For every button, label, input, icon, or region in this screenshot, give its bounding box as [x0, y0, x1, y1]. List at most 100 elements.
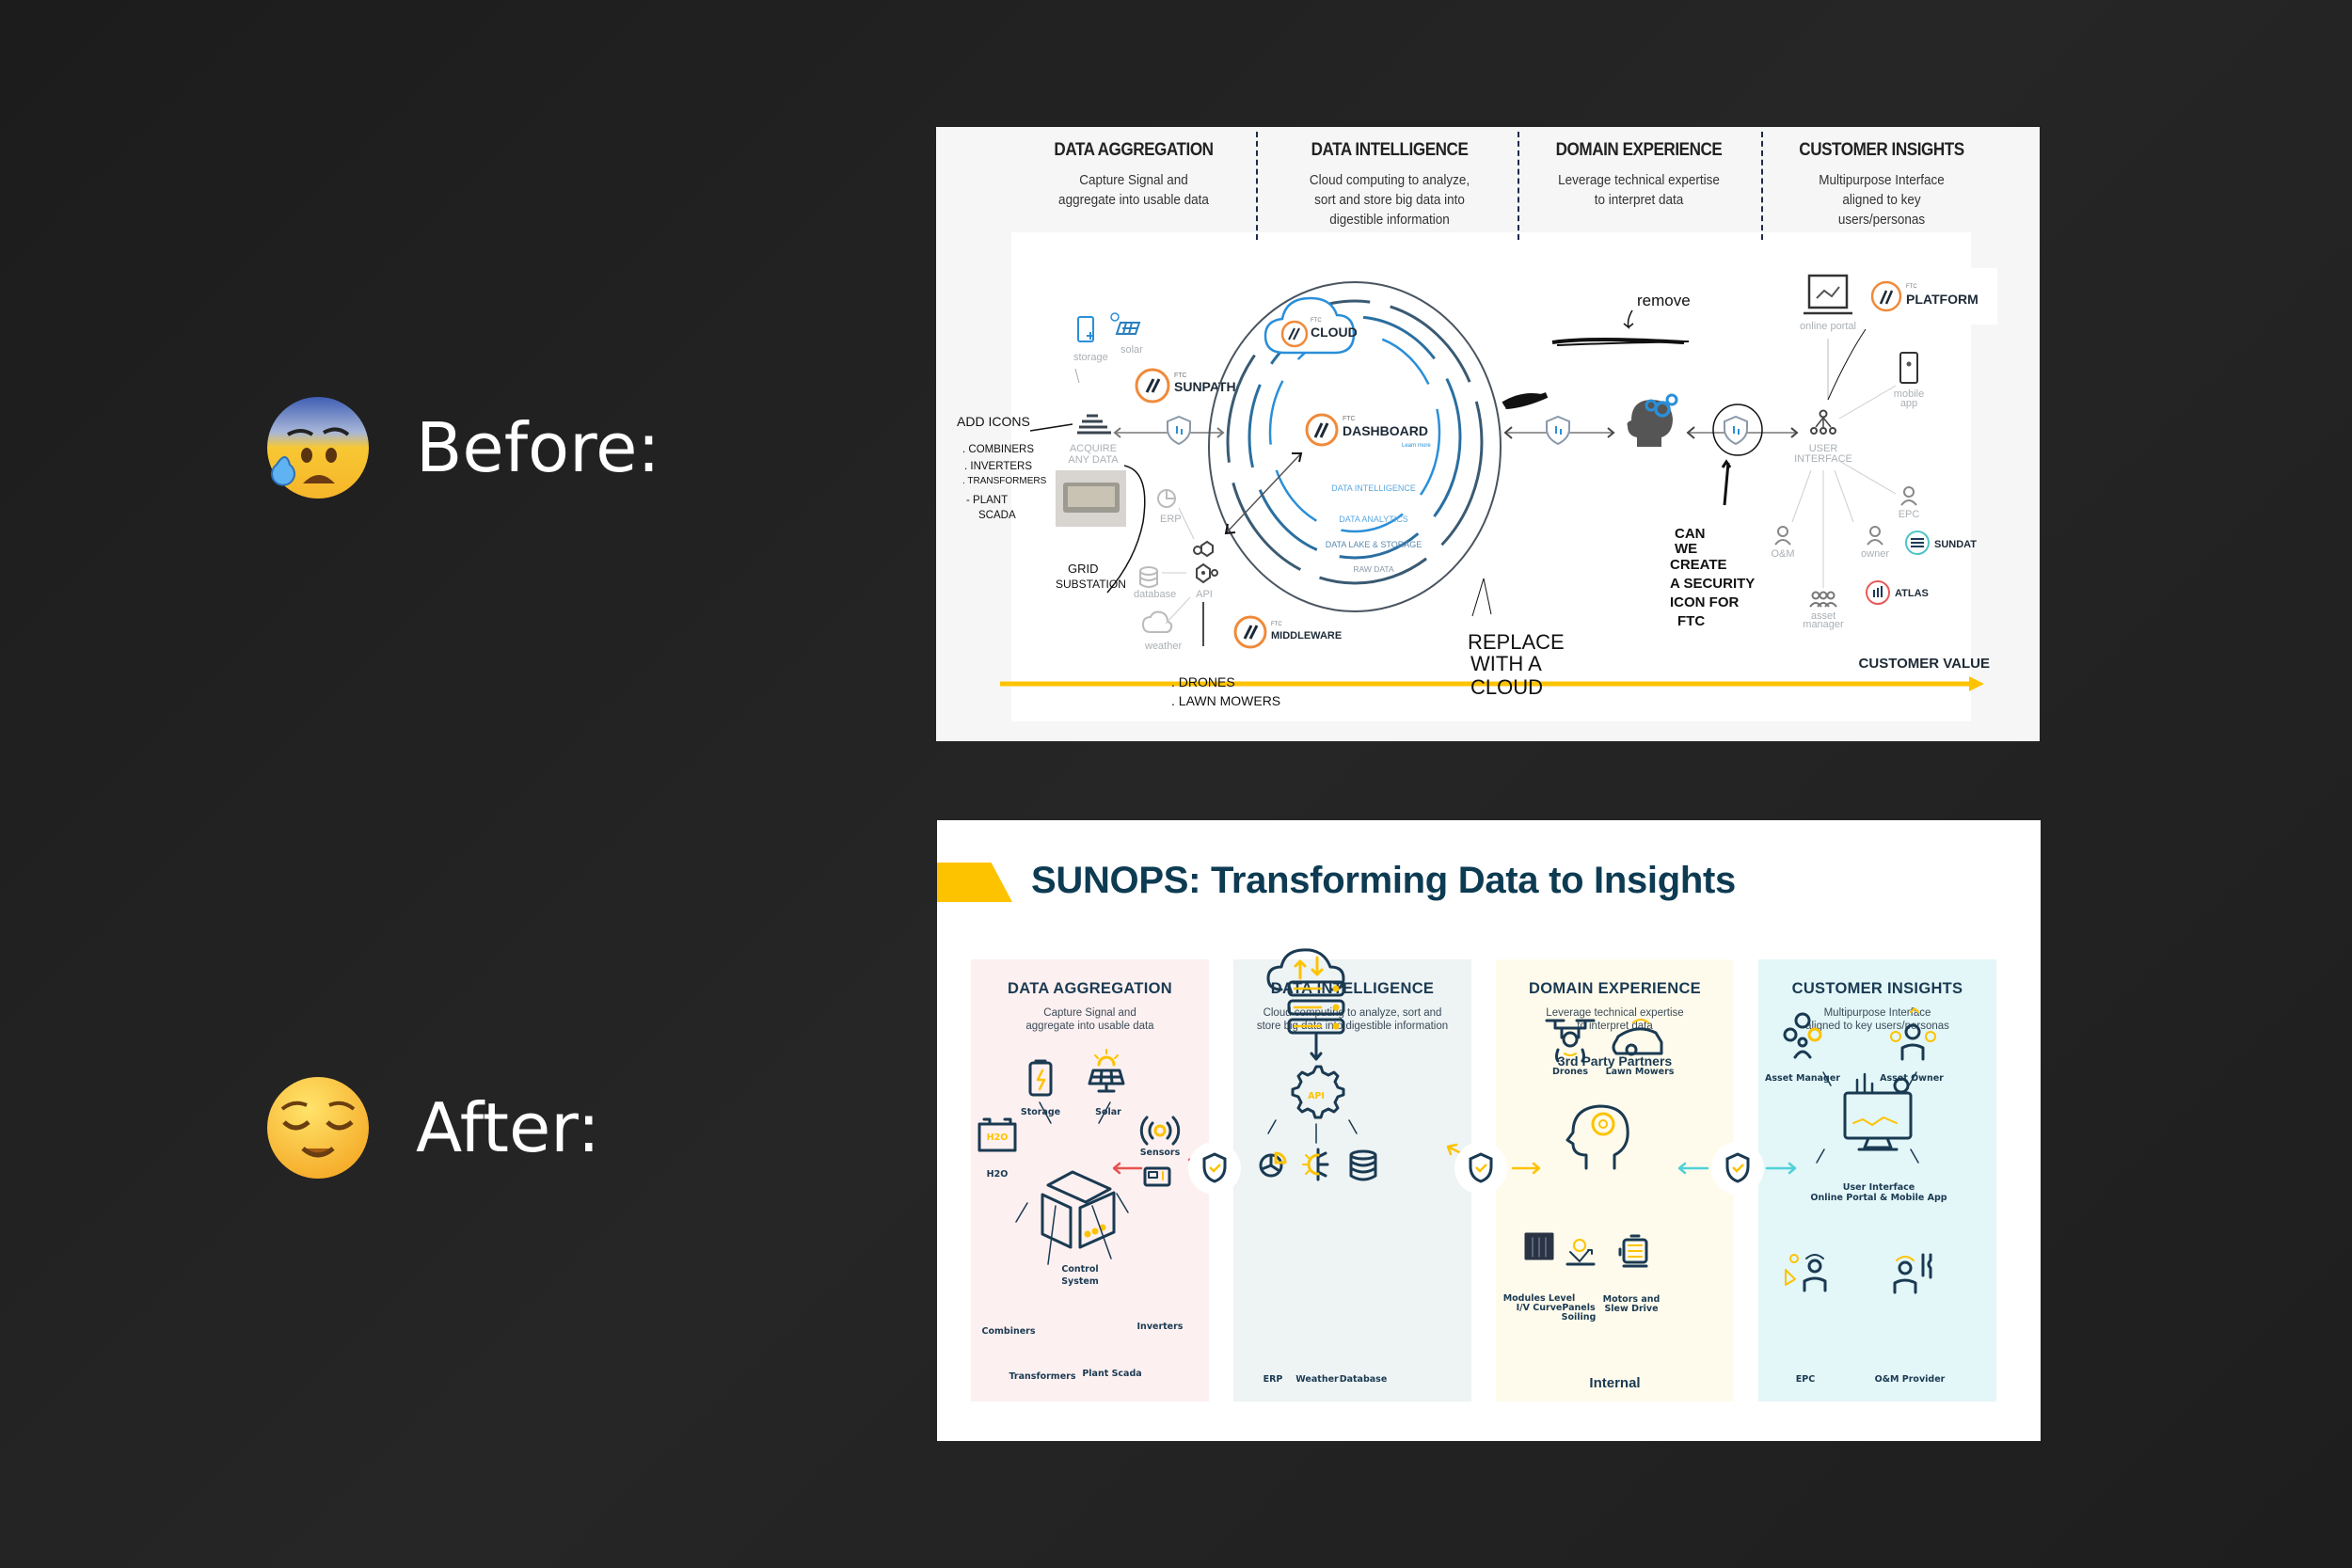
annotation-line: . DRONES — [1171, 674, 1235, 689]
dashboard-label: DASHBOARD — [1343, 423, 1428, 438]
annotation-line: REPLACE — [1468, 630, 1565, 654]
cloud-label: CLOUD — [1311, 325, 1358, 340]
erp-label: ERP — [1160, 514, 1182, 525]
column-title: CUSTOMER INSIGHTS — [1799, 140, 1964, 160]
ftc-prefix: FTC — [1906, 284, 1917, 290]
atlas-label: ATLAS — [1895, 588, 1929, 599]
brain-gear-head-icon — [1565, 1104, 1629, 1170]
column-title: DATA INTELLIGENCE — [1270, 980, 1435, 997]
user-interface-hierarchy-icon — [1810, 409, 1836, 435]
before-column-data-intelligence: DATA INTELLIGENCE Cloud computing to ana… — [1263, 140, 1517, 230]
epc-label: EPC — [1899, 509, 1920, 520]
erp-label: ERP — [1263, 1374, 1283, 1385]
ftc-prefix: FTC — [1343, 416, 1356, 422]
annotation-line: SCADA — [978, 510, 1016, 521]
online-portal-label: online portal — [1800, 321, 1856, 332]
weather-label: weather — [1144, 641, 1182, 652]
before-diagram-graphics: storage solar FTC SUNPATH ACQUIRE ANY DA… — [957, 268, 1997, 708]
user-interface-label: INTERFACE — [1794, 453, 1852, 465]
security-shield-checkpoint — [1454, 1142, 1507, 1195]
layer-label: DATA ANALYTICS — [1339, 515, 1408, 524]
shield-check-icon — [1202, 1152, 1227, 1183]
shield-check-icon — [1469, 1152, 1493, 1183]
panels-soiling-icon — [1565, 1239, 1596, 1266]
control-box-photo — [1056, 470, 1126, 527]
column-divider — [1761, 132, 1763, 240]
database-label: database — [1134, 589, 1176, 600]
control-system-box-icon — [1041, 1170, 1116, 1249]
annotation-line: . COMBINERS — [962, 444, 1034, 455]
om-provider-label: O&M Provider — [1875, 1374, 1946, 1385]
connector-lines — [1816, 1071, 1919, 1164]
anxious-face-emoji-icon — [265, 395, 371, 500]
mobile-app-label: mobile — [1894, 388, 1924, 400]
database-label: Database — [1340, 1374, 1388, 1385]
weather-icon — [1141, 610, 1173, 633]
erp-pie-icon — [1259, 1151, 1287, 1178]
domain-expertise-head-icon — [1627, 393, 1678, 447]
column-title: DATA INTELLIGENCE — [1311, 140, 1469, 160]
inverter-icon — [1143, 1166, 1171, 1187]
security-shield-icon — [1167, 415, 1191, 446]
ftc-dashboard-logo-icon — [1305, 413, 1339, 447]
sensors-label: Sensors — [1140, 1148, 1181, 1158]
layer-label: DATA INTELLIGENCE — [1331, 483, 1416, 493]
api-hexagon-icon — [1193, 540, 1218, 584]
ftc-prefix: FTC — [1271, 622, 1282, 627]
relieved-face-emoji-icon — [265, 1075, 371, 1180]
annotation-circle — [1712, 404, 1763, 456]
solar-icon — [1110, 312, 1141, 335]
after-column-domain-experience: DOMAIN EXPERIENCE Leverage technical exp… — [1496, 959, 1734, 1402]
mobile-app-icon — [1899, 352, 1918, 384]
mobile-app-label: app — [1900, 398, 1917, 409]
user-interface-label: USER — [1809, 443, 1838, 454]
api-icon-text: API — [1308, 1091, 1325, 1101]
online-portal-icon — [1804, 274, 1852, 315]
lawn-mowers-label: Lawn Mowers — [1606, 1067, 1675, 1077]
drones-label: Drones — [1552, 1067, 1588, 1077]
column-divider — [1256, 132, 1258, 240]
before-label: Before: — [265, 395, 660, 500]
ftc-platform-logo-icon — [1870, 280, 1902, 312]
shield-check-icon — [1725, 1152, 1750, 1183]
before-label-text: Before: — [416, 408, 660, 487]
ftc-middleware-logo-icon — [1233, 615, 1267, 649]
add-icons-annotation: ADD ICONS — [957, 414, 1030, 429]
annotation-line: FTC — [1677, 613, 1705, 629]
user-interface-sublabel: Online Portal & Mobile App — [1810, 1193, 1947, 1203]
asset-owner-label: Asset Owner — [1880, 1073, 1944, 1084]
flow-arrow-cyan — [1677, 1162, 1797, 1175]
storage-icon — [1077, 316, 1094, 342]
annotation-line: . TRANSFORMERS — [962, 476, 1047, 486]
combiners-label: Combiners — [982, 1326, 1036, 1337]
epc-label: EPC — [1796, 1374, 1815, 1385]
annotation-line: WITH A — [1470, 652, 1542, 675]
motors-label: Motors and — [1603, 1294, 1661, 1305]
before-column-customer-insights: CUSTOMER INSIGHTS Multipurpose Interface… — [1755, 140, 2009, 230]
handwritten-annotations: ADD ICONS . COMBINERS . INVERTERS . TRAN… — [957, 414, 1755, 708]
asset-owner-icon — [1890, 1007, 1936, 1061]
acquire-data-icon — [1077, 414, 1111, 435]
transformers-label: Transformers — [1009, 1371, 1076, 1382]
annotation-line: CAN — [1675, 526, 1706, 542]
sunpath-label: SUNPATH — [1174, 379, 1236, 394]
storage-battery-icon — [1028, 1059, 1053, 1097]
ftc-prefix: FTC — [1174, 372, 1187, 379]
security-shield-icon — [1546, 415, 1570, 446]
third-party-partners-heading: 3rd Party Partners — [1557, 1053, 1673, 1069]
erp-icon — [1157, 489, 1176, 508]
storage-label: Storage — [1021, 1107, 1060, 1117]
analytics-monitor-icon — [1843, 1072, 1913, 1151]
remove-annotation: remove — [1637, 292, 1691, 309]
asset-manager-label: asset — [1811, 610, 1836, 622]
database-icon — [1139, 566, 1158, 588]
learn-more-link[interactable]: Learn more — [1402, 443, 1431, 449]
panels-soiling-label: Soiling — [1562, 1312, 1597, 1323]
column-title: DOMAIN EXPERIENCE — [1555, 140, 1723, 160]
annotation-line: GRID — [1068, 562, 1099, 576]
